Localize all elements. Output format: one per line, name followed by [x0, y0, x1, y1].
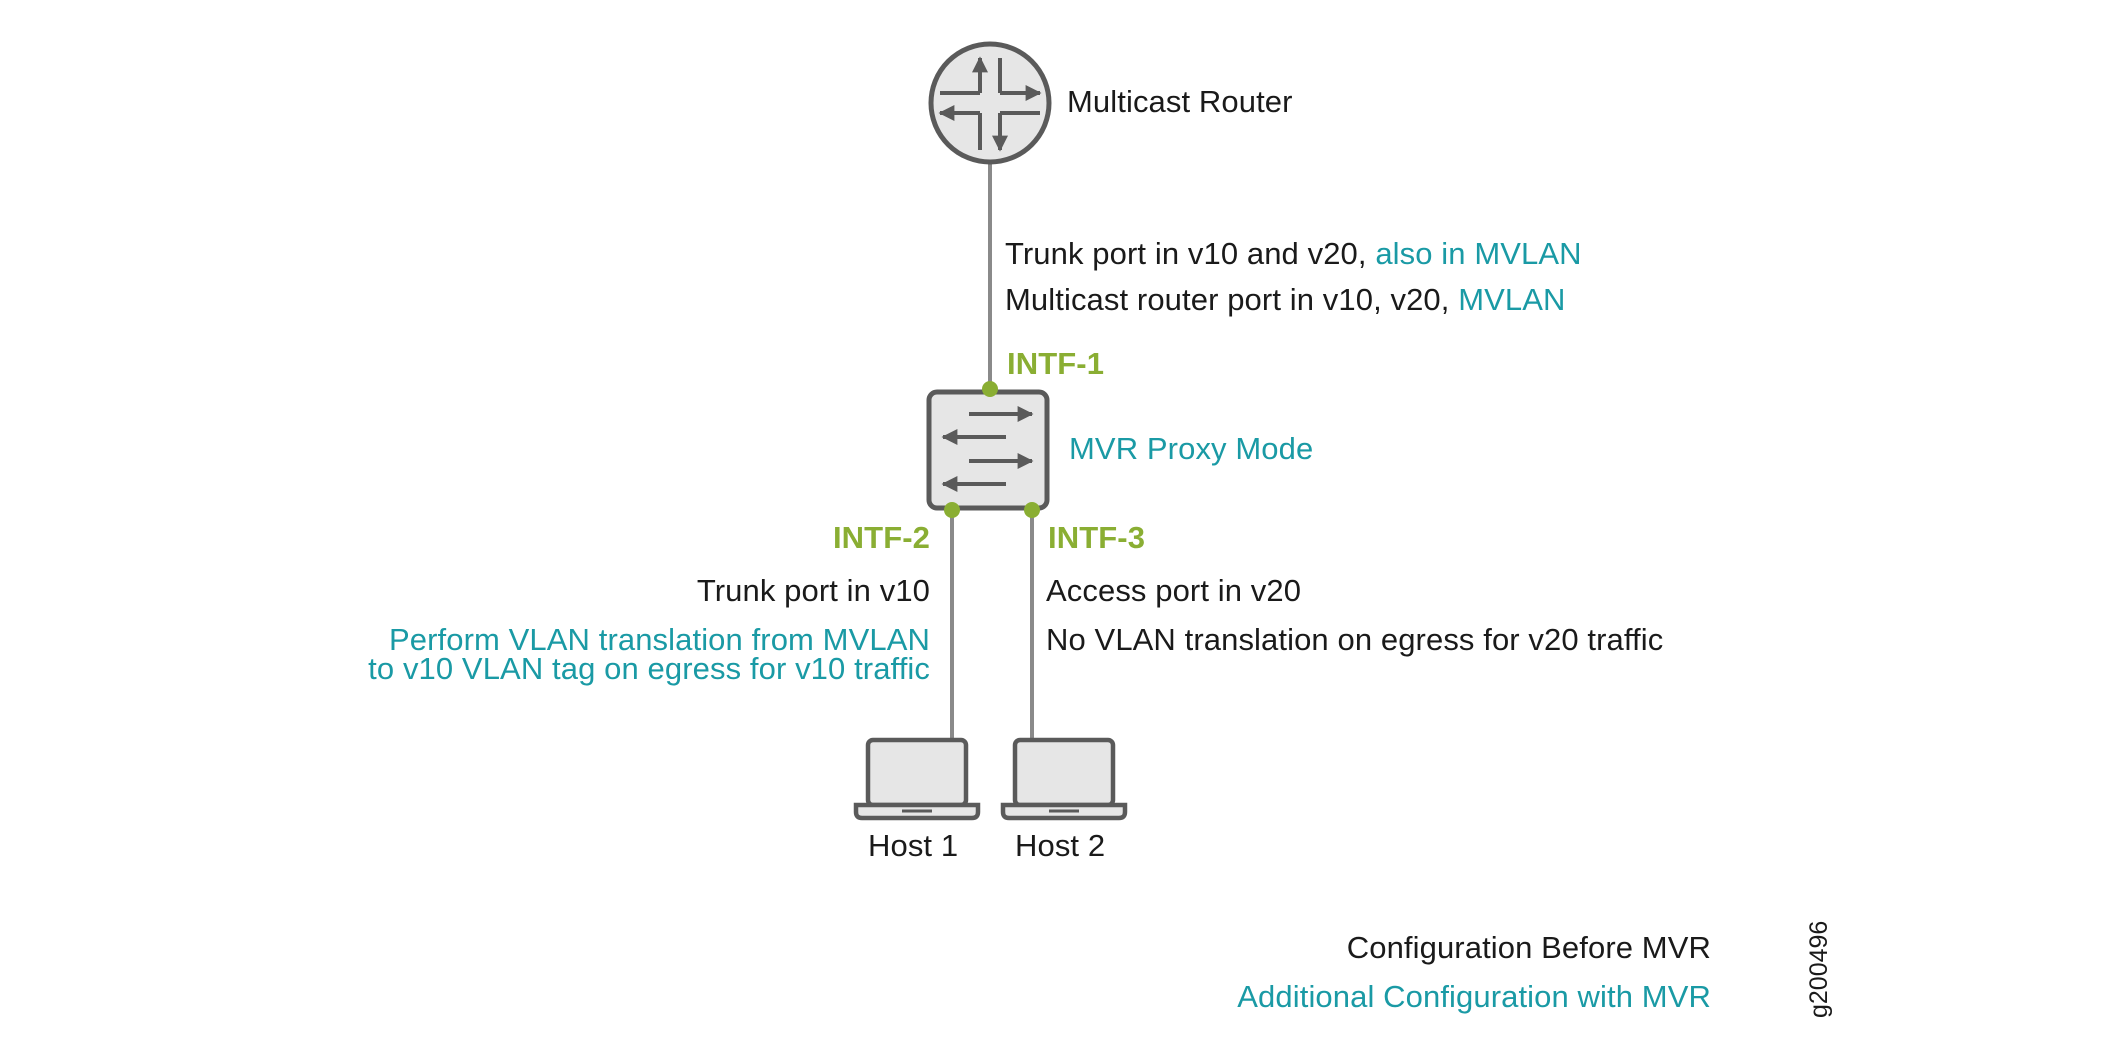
host1-label: Host 1	[868, 828, 959, 863]
figure-id: g200496	[1805, 920, 1833, 1018]
uplink-line1-black: Trunk port in v10 and v20,	[1005, 236, 1376, 271]
laptop-icon	[853, 737, 981, 821]
uplink-line2: Multicast router port in v10, v20, MVLAN	[1005, 284, 1566, 315]
router-icon	[928, 41, 1052, 165]
legend-before-mvr: Configuration Before MVR	[1346, 930, 1711, 965]
intf3-dot	[1024, 502, 1040, 518]
switch-label: MVR Proxy Mode	[1069, 431, 1314, 466]
left-port-line2: Perform VLAN translation from MVLAN	[388, 622, 930, 657]
router-label: Multicast Router	[1067, 84, 1293, 119]
intf3-label: INTF-3	[1048, 520, 1146, 555]
right-port-line1: Access port in v20	[1046, 573, 1302, 608]
left-port-line3: to v10 VLAN tag on egress for v10 traffi…	[368, 651, 930, 686]
uplink-line1: Trunk port in v10 and v20, also in MVLAN	[1005, 238, 1582, 269]
uplink-line2-black: Multicast router port in v10, v20,	[1005, 282, 1459, 317]
host2-label: Host 2	[1015, 828, 1106, 863]
intf2-dot	[944, 502, 960, 518]
intf1-label: INTF-1	[1007, 346, 1105, 381]
uplink-line2-teal: MVLAN	[1458, 282, 1566, 317]
left-port-line1: Trunk port in v10	[696, 573, 930, 608]
switch-icon	[926, 389, 1050, 511]
intf2-label: INTF-2	[832, 520, 930, 555]
legend-with-mvr: Additional Configuration with MVR	[1237, 979, 1711, 1014]
right-port-line2: No VLAN translation on egress for v20 tr…	[1046, 622, 1664, 657]
laptop-icon	[1000, 737, 1128, 821]
uplink-line1-teal: also in MVLAN	[1375, 236, 1582, 271]
intf1-dot	[982, 381, 998, 397]
